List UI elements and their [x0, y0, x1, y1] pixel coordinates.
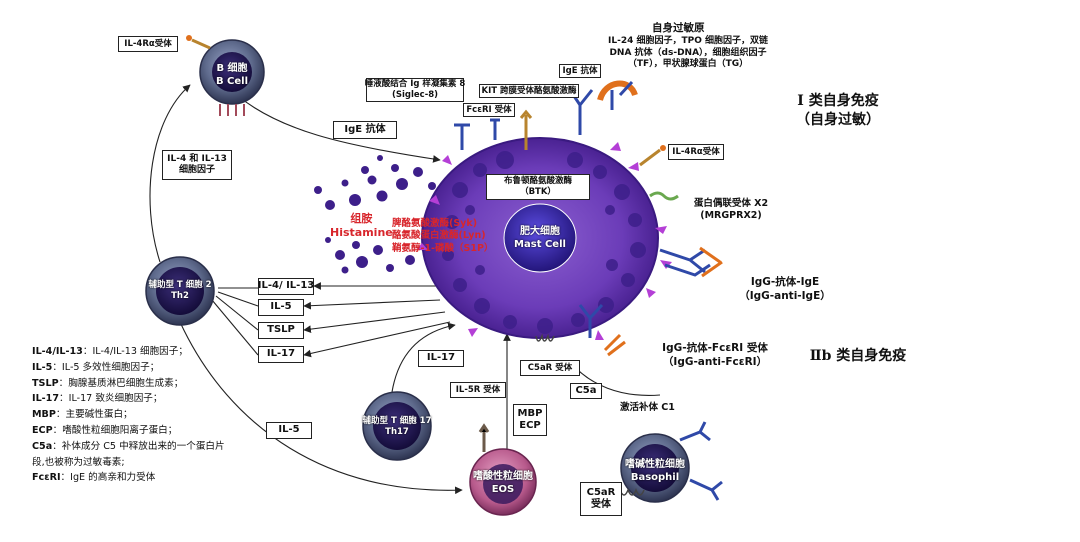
- il4-il13-cytokine-label: IL-4 和 IL-13 细胞因子: [162, 150, 232, 180]
- mast-cell-label: 肥大细胞 Mast Cell: [514, 226, 566, 250]
- siglec8-label: 唾液酸结合 Ig 样凝集素 8 (Siglec-8): [364, 78, 466, 102]
- legend-row: IL-4/IL-13：IL-4/IL-13 细胞因子；: [32, 346, 188, 357]
- legend-row: ECP：嗜酸性粒细胞阳离子蛋白；: [32, 424, 178, 436]
- mast-to-il17-arrow: [303, 321, 451, 358]
- th2-to-il5-line: [217, 291, 259, 307]
- fceri-label: FcεRI 受体: [463, 103, 515, 117]
- legend-row: MBP：主要碱性蛋白；: [32, 409, 133, 421]
- type1-heading: Ⅰ 类自身免疫 （自身过敏）: [796, 93, 880, 128]
- activated-c1-label: 激活补体 C1: [620, 402, 675, 413]
- legend-row: C5a：补体成分 C5 中释放出来的一个蛋白片: [32, 440, 225, 452]
- c5a-label: C5a: [570, 383, 602, 399]
- c5ar-mast-receptor-icon: [535, 333, 555, 342]
- basophil-cell: [619, 421, 723, 503]
- il5-box: IL-5: [258, 299, 304, 316]
- il17-box: IL-17: [258, 346, 304, 363]
- c5ar-basophil-label: C5aR 受体: [580, 482, 622, 516]
- histamine-granules: [314, 155, 436, 274]
- abbreviation-legend: IL-4/IL-13：IL-4/IL-13 细胞因子； IL-5：IL-5 多效…: [32, 344, 225, 486]
- eos-label: 嗜酸性粒细胞 EOS: [473, 471, 533, 495]
- autoallergen-icon: [597, 80, 638, 102]
- th17-to-mast-arrow: [391, 322, 456, 393]
- il5r-receptor-icon: [478, 423, 490, 452]
- il4ra-mast-label: IL-4Rα受体: [668, 144, 724, 160]
- igg-anti-ige-label: IgG-抗体-IgE （IgG-anti-IgE）: [739, 276, 831, 302]
- type2b-heading: Ⅱb 类自身免疫: [809, 348, 907, 364]
- btk-label: 布鲁顿酪氨酸激酶 （BTK）: [486, 174, 590, 200]
- b-cell: [186, 35, 265, 116]
- histamine-label: 组胺 Histamine: [330, 212, 393, 240]
- il5r-label: IL-5R 受体: [450, 382, 506, 398]
- b-cell-label: B 细胞 B Cell: [215, 63, 249, 87]
- il5-eos-box: IL-5: [266, 422, 312, 439]
- igg-anti-fceri-label: IgG-抗体-FcεRI 受体 （IgG-anti-FcεRI）: [662, 342, 768, 368]
- kit-label: KIT 跨膜受体酪氨酸激酶: [479, 84, 579, 98]
- ige-antibody-label: IgE 抗体: [333, 121, 397, 139]
- mrgprx2-receptor-icon: [649, 191, 679, 201]
- il4-il13-box: IL-4/ IL-13: [258, 278, 314, 295]
- fceri-receptor-icon: [490, 118, 500, 140]
- ige-antibody-small-label: IgE 抗体: [559, 64, 601, 78]
- mast-to-il5-arrow: [303, 299, 441, 310]
- kinase-mediators: 脾酪氨酸激酶(Syk) 酪氨酸蛋白激酶(Lyn) 鞘氨醇-1-磷酸（S1P）: [392, 218, 494, 254]
- mast-receptors: [454, 80, 723, 357]
- autoallergen-list: IL-24 细胞因子，TPO 细胞因子，双链 DNA 抗体（ds-DNA），细胞…: [608, 36, 768, 70]
- autoallergen-title: 自身过敏原: [652, 22, 705, 34]
- tslp-box: TSLP: [258, 322, 304, 339]
- th2-to-eos-il5-arrow: [179, 321, 463, 495]
- bcell-to-mast-ige-arrow: [237, 95, 441, 163]
- legend-row: IL-17：IL-17 致炎细胞因子；: [32, 393, 163, 405]
- legend-row: FcεRI：IgE 的高亲和力受体: [32, 472, 156, 484]
- il4ra-b-label: IL-4Rα受体: [118, 36, 178, 52]
- th2-cell: [145, 256, 215, 326]
- th2-label: 辅助型 T 细胞 2 Th2: [148, 280, 212, 302]
- legend-row: 段,也被称为过敏毒素;: [32, 456, 125, 468]
- igg-anti-ige-icon: [659, 248, 711, 277]
- kit-receptor-icon: [519, 109, 533, 150]
- th2-to-tslp-line: [215, 295, 259, 331]
- mrgprx2-label: 蛋白偶联受体 X2 (MRGPRX2): [693, 198, 769, 222]
- igg-anti-fceri-icon: [578, 303, 604, 338]
- th17-label: 辅助型 T 细胞 17 Th17: [362, 416, 432, 438]
- c5ar-mast-label: C5aR 受体: [520, 360, 580, 376]
- mast-to-tslp-arrow: [303, 311, 446, 333]
- th2-to-bcell-arrow: [149, 84, 191, 263]
- legend-row: IL-5：IL-5 多效性细胞因子；: [32, 361, 160, 373]
- mbp-ecp-box: MBP ECP: [513, 404, 547, 436]
- th2-to-il17-line: [211, 299, 259, 356]
- basophil-label: 嗜碱性粒细胞 Basophil: [625, 459, 685, 483]
- legend-row: TSLP：胸腺基质淋巴细胞生成素；: [32, 377, 184, 389]
- il17-th17-box: IL-17: [418, 350, 464, 367]
- mast-cell: [416, 137, 672, 340]
- th17-cell: [362, 391, 432, 461]
- il4ra-mast-receptor-icon: [639, 148, 661, 167]
- eos-cell: [469, 423, 537, 516]
- mast-cell-nucleus: [503, 203, 577, 273]
- il4ra-b-receptor-icon: [191, 38, 211, 50]
- siglec8-receptor-icon: [454, 123, 470, 150]
